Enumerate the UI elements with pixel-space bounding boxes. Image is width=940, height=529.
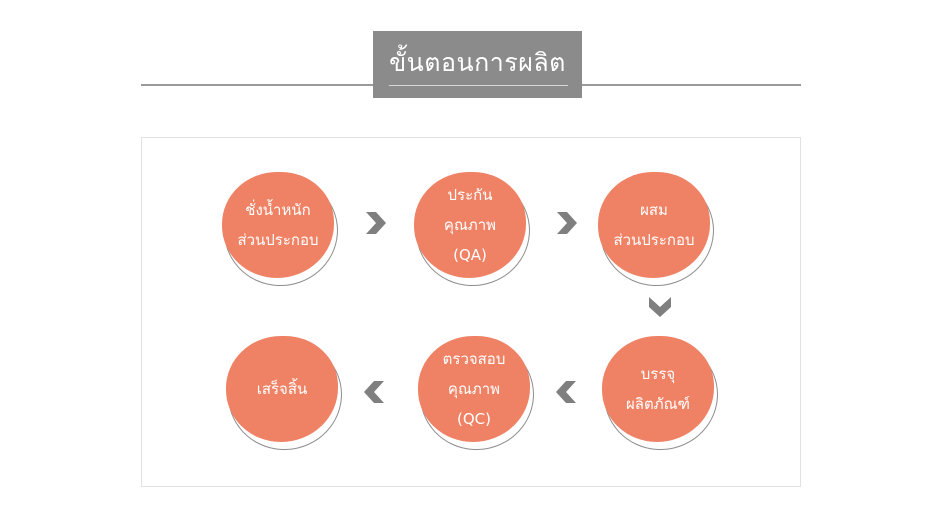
page-title: ขั้นตอนการผลิต <box>389 48 566 77</box>
step-disc <box>598 172 710 278</box>
step-label-line: ส่วนประกอบ <box>237 231 319 249</box>
header-rule-right <box>580 84 801 86</box>
step-mix-ingredients: ผสม ส่วนประกอบ <box>592 168 722 294</box>
chevron-right-icon <box>557 212 577 234</box>
step-label-line: เสร็จสิ้น <box>256 380 308 398</box>
step-label-line: ผสม <box>640 201 668 219</box>
step-label-line: ผลิตภัณฑ์ <box>626 395 690 413</box>
chevron-down-icon <box>649 297 671 317</box>
chevron-right-icon <box>366 212 386 234</box>
step-label-line: (QA) <box>453 246 487 264</box>
step-label-line: (QC) <box>457 410 491 428</box>
step-label-line: ส่วนประกอบ <box>613 231 695 249</box>
step-label: บรรจุ ผลิตภัณฑ์ <box>602 336 714 442</box>
step-label-line: คุณภาพ <box>443 216 497 234</box>
step-label-line: ชั่งน้ำหนัก <box>245 201 311 219</box>
step-package-product: บรรจุ ผลิตภัณฑ์ <box>596 332 726 458</box>
step-label-line: บรรจุ <box>640 365 676 383</box>
step-quality-assurance: ประกัน คุณภาพ (QA) <box>408 168 538 294</box>
step-label-line: ตรวจสอบ <box>442 350 506 368</box>
step-label: ประกัน คุณภาพ (QA) <box>414 172 526 278</box>
title-box: ขั้นตอนการผลิต <box>373 31 582 98</box>
step-label: เสร็จสิ้น <box>226 336 338 442</box>
title-underline <box>389 85 568 86</box>
step-disc <box>602 336 714 442</box>
step-label: ผสม ส่วนประกอบ <box>598 172 710 278</box>
step-quality-control: ตรวจสอบ คุณภาพ (QC) <box>412 332 542 458</box>
step-disc <box>418 336 530 442</box>
step-finished: เสร็จสิ้น <box>220 332 350 458</box>
step-label: ชั่งน้ำหนัก ส่วนประกอบ <box>222 172 334 278</box>
header-rule-left <box>141 84 377 86</box>
step-disc <box>222 172 334 278</box>
chevron-left-icon <box>364 381 384 403</box>
step-label: ตรวจสอบ คุณภาพ (QC) <box>418 336 530 442</box>
chevron-left-icon <box>556 381 576 403</box>
step-label-line: คุณภาพ <box>447 380 501 398</box>
step-disc <box>414 172 526 278</box>
step-label-line: ประกัน <box>447 186 493 204</box>
step-weigh-ingredients: ชั่งน้ำหนัก ส่วนประกอบ <box>216 168 346 294</box>
step-disc <box>226 336 338 442</box>
